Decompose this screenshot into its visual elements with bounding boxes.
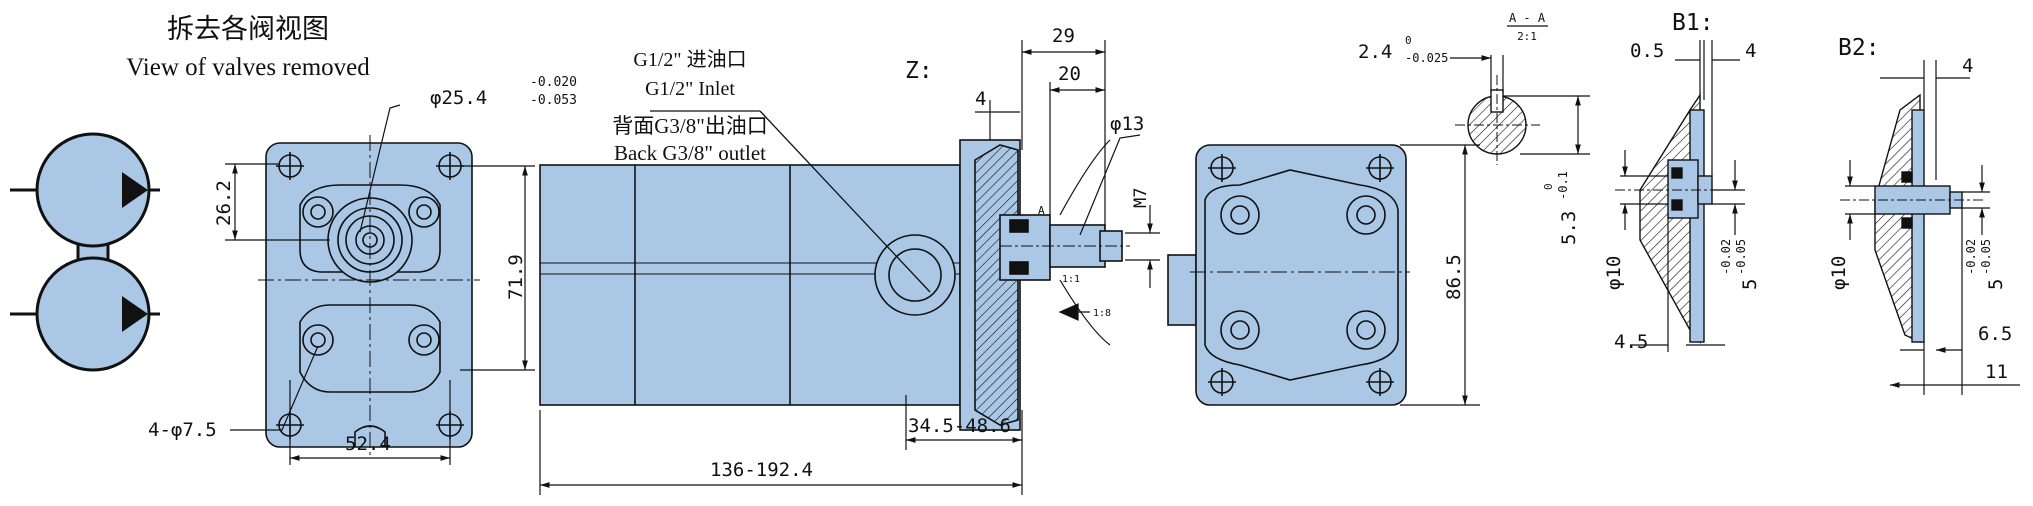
view-b2-label: B2: bbox=[1838, 35, 1880, 61]
front-view-dims bbox=[225, 104, 535, 465]
view-z-label: Z: bbox=[905, 58, 933, 84]
dim-4-side: 4 bbox=[975, 88, 986, 110]
dim-phi25-4-tol-upper: -0.020 bbox=[530, 75, 577, 90]
dim-86-5: 86.5 bbox=[1443, 254, 1465, 300]
b2-dim-5-tol-lower: -0.05 bbox=[1979, 239, 1993, 275]
dim-key-tol-upper: 0 bbox=[1405, 34, 1412, 47]
section-aa bbox=[1450, 25, 1590, 165]
b2-dim-4: 4 bbox=[1962, 55, 1973, 77]
hydraulic-symbol bbox=[10, 132, 160, 372]
dim-phi25-4-tol-lower: -0.053 bbox=[530, 93, 577, 108]
inlet-label-cn: G1/2" 进油口 bbox=[633, 48, 746, 71]
dim-71-9: 71.9 bbox=[505, 254, 527, 300]
section-mark-a: A bbox=[1038, 204, 1045, 217]
title-cn: 拆去各阀视图 bbox=[167, 14, 329, 44]
dim-key-height: 5.3 bbox=[1558, 211, 1580, 245]
dim-26-2: 26.2 bbox=[213, 180, 235, 226]
b2-dim-6-5: 6.5 bbox=[1978, 323, 2012, 345]
section-aa-title: A - A bbox=[1509, 11, 1546, 25]
title-en: View of valves removed bbox=[126, 54, 370, 81]
b2-dim-phi10: φ10 bbox=[1828, 256, 1850, 290]
dim-key-h-tol-upper: 0 bbox=[1542, 183, 1555, 190]
dim-m7: M7 bbox=[1131, 188, 1151, 208]
dim-52-4: 52.4 bbox=[345, 433, 391, 455]
b1-dim-5-tol-lower: -0.05 bbox=[1734, 239, 1748, 275]
b1-dim-4-5: 4.5 bbox=[1614, 331, 1648, 353]
section-aa-scale: 2:1 bbox=[1517, 30, 1537, 43]
b1-section bbox=[1615, 40, 1745, 352]
view-b1-label: B1: bbox=[1672, 10, 1714, 36]
pump-symbol-upper bbox=[35, 132, 151, 248]
b2-dim-11: 11 bbox=[1985, 361, 2008, 383]
dim-key-width: 2.4 bbox=[1358, 41, 1392, 63]
dim-34-5: 34.5-48.6 bbox=[908, 415, 1011, 437]
pump-symbol-lower bbox=[35, 256, 151, 372]
dim-taper-2: 1:1 bbox=[1062, 274, 1080, 285]
dim-key-h-tol-lower: -0.1 bbox=[1556, 171, 1570, 200]
b1-dim-5-tol-upper: -0.02 bbox=[1719, 239, 1733, 275]
front-view bbox=[258, 135, 480, 455]
side-view-dims bbox=[539, 40, 1160, 495]
inlet-label-en: G1/2" Inlet bbox=[645, 78, 735, 100]
b2-section bbox=[1840, 60, 2020, 395]
outlet-label-cn: 背面G3/8"出油口 bbox=[612, 114, 768, 138]
dim-136: 136-192.4 bbox=[710, 459, 813, 481]
dim-phi25-4: φ25.4 bbox=[430, 87, 487, 109]
b2-dim-5: 5 bbox=[1985, 279, 2007, 290]
side-view bbox=[539, 139, 1130, 431]
dim-phi13: φ13 bbox=[1110, 113, 1144, 135]
rear-view-dims bbox=[1400, 144, 1480, 406]
dim-holes: 4-φ7.5 bbox=[148, 419, 217, 441]
b1-dim-4: 4 bbox=[1745, 40, 1756, 62]
dim-20: 20 bbox=[1058, 63, 1081, 85]
b1-dim-phi10: φ10 bbox=[1603, 256, 1625, 290]
b2-dim-5-tol-upper: -0.02 bbox=[1964, 239, 1978, 275]
dim-key-tol-lower: -0.025 bbox=[1405, 51, 1448, 65]
rear-view bbox=[1167, 144, 1410, 406]
b1-dim-5: 5 bbox=[1739, 279, 1761, 290]
b1-dim-0-5: 0.5 bbox=[1630, 40, 1664, 62]
dim-taper: 1:8 bbox=[1093, 308, 1111, 319]
outlet-label-en: Back G3/8" outlet bbox=[614, 141, 766, 165]
dim-29: 29 bbox=[1052, 25, 1075, 47]
